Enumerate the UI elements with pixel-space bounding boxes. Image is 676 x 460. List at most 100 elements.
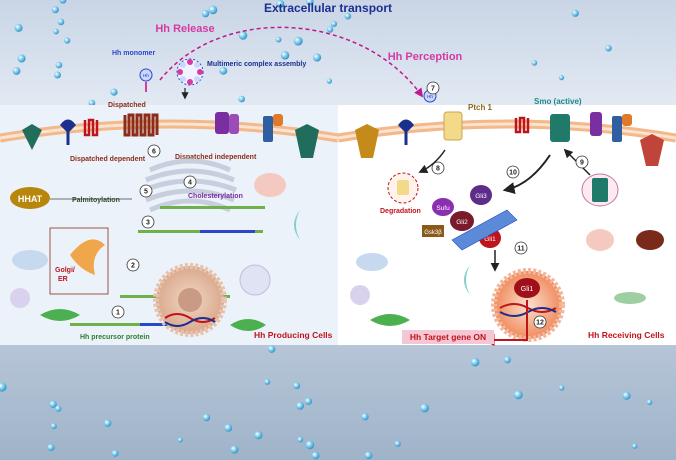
organelle-crescent-right: [464, 265, 470, 295]
membrane-protein-yellow-right: [355, 124, 379, 158]
organelle-pink-left: [254, 173, 286, 197]
particle: [55, 61, 63, 69]
particle: [632, 443, 638, 449]
gli3-label: Gli3: [475, 193, 487, 200]
particle: [275, 36, 282, 43]
step-number-12: 12: [536, 320, 544, 327]
hh-monomer-text: Hh: [143, 73, 149, 78]
step-badge-1: [111, 305, 125, 319]
particle: [104, 419, 112, 427]
membrane-protein-purple-left-2: [229, 114, 239, 134]
membrane-protein-green-left-2: [295, 124, 319, 158]
golgi-label: Golgi/: [55, 267, 75, 274]
dispatched-label: Dispatched: [108, 102, 146, 109]
particle: [326, 26, 334, 33]
gli1-label: Gli1: [484, 236, 496, 243]
particle: [57, 18, 65, 26]
ptch1-receptor: [443, 111, 463, 141]
particle: [201, 9, 210, 18]
arrow-to-degradation: [418, 149, 446, 174]
step-number-7: 7: [431, 86, 435, 93]
step-badge-7: [426, 81, 440, 95]
step-number-8: 8: [436, 166, 440, 173]
nuclear-gli1: [514, 278, 540, 298]
membrane-protein-blue-right: [612, 116, 622, 142]
particle: [12, 67, 21, 75]
membrane-protein-red-left: [83, 118, 99, 137]
particle: [177, 437, 183, 443]
dispatched-independent-label: Dispatched independent: [175, 154, 257, 161]
particle: [14, 23, 23, 32]
particle: [364, 451, 373, 460]
particle: [571, 9, 579, 17]
particle: [326, 78, 332, 84]
gli-complex: Sufu Gli2 Gli3 Gli1 Gsk3β: [422, 185, 518, 251]
particle: [605, 44, 612, 52]
step-number-1: 1: [116, 310, 120, 317]
golgi-er-structure: [70, 239, 105, 275]
multimer-unit: [177, 69, 183, 75]
particle: [280, 51, 290, 60]
organelle-crescent-left: [294, 210, 300, 240]
hhat-label: HHAT: [18, 194, 43, 204]
particle: [230, 445, 239, 454]
particle: [305, 440, 315, 450]
hh-perception-label: Hh Perception: [388, 51, 463, 63]
particle: [313, 53, 322, 62]
particle: [55, 405, 62, 412]
membrane-protein-orange-right: [622, 114, 632, 126]
particle: [49, 400, 57, 408]
particle: [311, 451, 320, 460]
step-number-9: 9: [580, 160, 584, 167]
hh-precursor-bar: [70, 323, 180, 326]
multimer-unit: [194, 61, 201, 68]
particle: [558, 75, 565, 81]
particle: [224, 424, 233, 432]
particle: [531, 60, 538, 66]
particle: [470, 357, 480, 367]
mitochondrion-right: [370, 314, 410, 326]
particle: [238, 31, 248, 40]
golgi-er-box: [49, 227, 109, 295]
particle: [110, 88, 118, 96]
particle: [208, 5, 218, 15]
receptor-y-left: [60, 119, 76, 145]
particle: [296, 402, 304, 410]
diagram-title: Extracellular transport: [264, 1, 392, 15]
gsk3b-label: Gsk3β: [424, 230, 442, 236]
organelle-pink-right: [586, 229, 614, 251]
producing-cell-nucleolus: [178, 288, 202, 312]
step-badge-9: [575, 155, 589, 169]
particle: [238, 95, 245, 103]
degraded-ptch1: [397, 180, 409, 195]
multimer-unit: [194, 76, 201, 83]
particle: [330, 20, 338, 27]
particle: [558, 385, 565, 391]
microtubule: [451, 209, 518, 251]
gli2-label: Gli2: [456, 219, 468, 226]
step-badge-4: [183, 175, 197, 189]
hh-monomer-label: Hh monomer: [112, 50, 155, 57]
particle: [264, 379, 271, 385]
particle: [254, 431, 263, 440]
particle: [88, 99, 96, 107]
gsk3b-protein: [422, 225, 444, 237]
multimer-unit: [187, 59, 193, 65]
step-badge-5: [139, 184, 153, 198]
membrane-protein-purple-left: [215, 112, 229, 134]
producing-cell-dna-strand2: [164, 317, 216, 327]
particle: [646, 399, 653, 406]
multimer-unit: [179, 61, 186, 68]
er-right: [614, 292, 646, 304]
particle: [293, 382, 301, 390]
sufu-label: Sufu: [436, 205, 450, 212]
nuclear-gli1-label: Gli1: [521, 286, 534, 293]
step-number-3: 3: [146, 220, 150, 227]
er-label: ER: [58, 276, 68, 283]
organelle-right-blob: [356, 253, 388, 271]
producing-cell-membrane-inner: [0, 122, 339, 140]
receiving-cells-label: Hh Receiving Cells: [588, 330, 665, 340]
particle: [293, 36, 303, 46]
